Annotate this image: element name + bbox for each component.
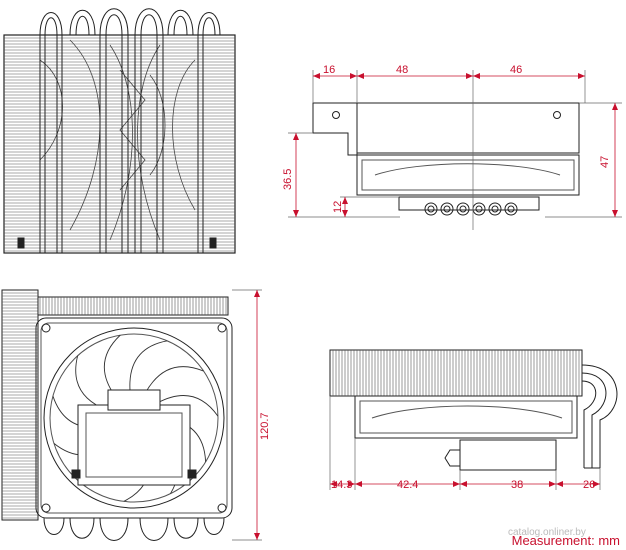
- side-bottom-base: [459, 439, 557, 471]
- front-fan-frame: [35, 317, 233, 519]
- side-top-screw-left: [332, 111, 340, 119]
- side-top-heatpipe-ends: [424, 202, 518, 216]
- fan-blade: [145, 366, 204, 393]
- top-fin-lines: [4, 37, 235, 252]
- dim-left-low-height: 12: [332, 201, 344, 213]
- side-view-bottom: [329, 349, 618, 490]
- side-bottom-base-tab: [444, 449, 460, 467]
- dim-right-total-height: 47: [599, 156, 611, 168]
- watermark: catalog.onliner.by: [508, 527, 586, 538]
- front-fan-screw-bl: [41, 503, 51, 513]
- fan-blade: [75, 355, 108, 411]
- side-top-screw-right: [553, 111, 561, 119]
- fan-blade: [103, 334, 121, 398]
- top-clip-right: [209, 237, 217, 249]
- dim-bottom-offset: 14.3: [331, 479, 352, 491]
- top-heatpipe-columns: [39, 35, 204, 253]
- side-bottom-extension-lines: [329, 396, 601, 490]
- fan-blade: [129, 340, 168, 391]
- front-base-plate: [77, 404, 191, 486]
- front-side-fins: [1, 289, 39, 521]
- side-top-bracket: [312, 102, 358, 156]
- front-extension-lines: [232, 289, 262, 541]
- dim-top-right-width: 46: [510, 64, 522, 76]
- front-base-clip-left: [71, 469, 81, 479]
- side-view-top: [288, 70, 622, 230]
- front-fan-screw-tr: [217, 323, 227, 333]
- dim-bottom-width-b: 38: [511, 479, 523, 491]
- front-heatpipe-loops: [43, 517, 225, 541]
- front-fan-screw-tl: [41, 323, 51, 333]
- side-bottom-fin-lines: [332, 350, 580, 396]
- side-top-extension-lines: [288, 70, 622, 230]
- dim-top-left-offset: 16: [323, 64, 335, 76]
- dim-bottom-width-a: 42.4: [397, 479, 418, 491]
- front-fan-screw-br: [217, 503, 227, 513]
- top-heatpipe-loops: [39, 8, 221, 36]
- dim-front-height: 120.7: [259, 412, 271, 440]
- measurement-unit-note: Measurement: mm: [511, 533, 620, 548]
- dim-top-mid-width: 48: [396, 64, 408, 76]
- front-fan-ring: [43, 327, 225, 509]
- side-top-fan: [356, 154, 580, 196]
- front-base-clip-right: [187, 469, 197, 479]
- top-clip-left: [17, 237, 25, 249]
- dim-left-mid-height: 36.5: [282, 169, 294, 190]
- front-side-fin-lines: [2, 292, 38, 519]
- front-view: [1, 289, 262, 541]
- top-fin-stack: [3, 34, 236, 254]
- front-top-fin-lines: [39, 297, 227, 315]
- front-base-hub: [107, 389, 161, 411]
- fan-blade: [157, 395, 219, 417]
- dim-bottom-width-c: 26: [583, 479, 595, 491]
- side-bottom-heatpipes: [581, 364, 618, 469]
- side-top-fin-stack: [356, 102, 580, 154]
- side-view-top-dimensions: [293, 73, 618, 217]
- side-bottom-fan: [354, 395, 578, 439]
- top-view: [3, 8, 236, 254]
